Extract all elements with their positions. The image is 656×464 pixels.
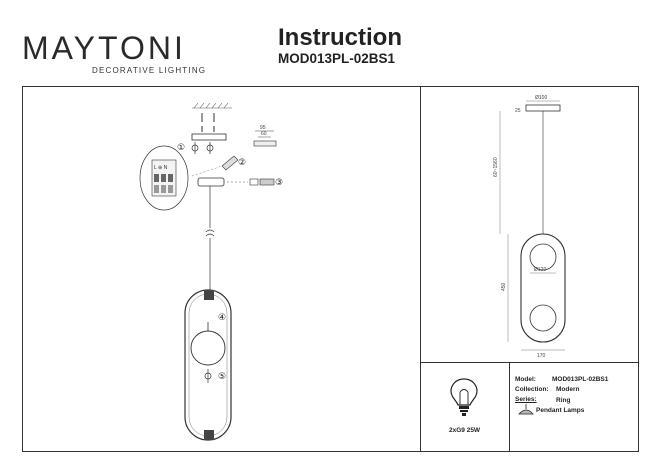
spec-ring-frame [520, 233, 566, 343]
wall-anchors [201, 113, 215, 132]
step-4-marker: ④ [218, 313, 226, 323]
collection-value: Modern [556, 386, 580, 393]
bracket-width-inner: 60 [261, 131, 267, 137]
bulb-icon [450, 378, 478, 416]
spec-canopy-diameter: Ø100 [535, 95, 547, 101]
canopy-screw [227, 178, 275, 186]
ceiling-hatch [192, 102, 232, 109]
spec-glass-bottom [529, 304, 557, 332]
svg-text:L ⊕ N: L ⊕ N [154, 165, 168, 171]
document-title: Instruction [278, 24, 402, 51]
bulb-detail [204, 369, 212, 383]
mounting-bracket [191, 133, 227, 141]
spec-glass-diameter: Ø120 [534, 267, 546, 273]
info-divider-vertical [509, 362, 510, 452]
lamp-socket-bottom [204, 430, 214, 440]
terminal-block-detail: L ⊕ N [139, 145, 189, 211]
screw-detail [191, 142, 214, 154]
step-5-marker: ⑤ [218, 372, 226, 382]
frame-divider-horizontal [420, 362, 639, 363]
glass-shade [190, 330, 226, 366]
spec-canopy [525, 104, 561, 112]
step-3-marker: ③ [275, 178, 283, 188]
type-value: Pendant Lamps [536, 407, 585, 414]
canopy [197, 177, 225, 187]
connector-part [221, 155, 239, 171]
brand-tagline: DECORATIVE LIGHTING [92, 66, 207, 75]
bracket-dimension: 95 60 [253, 125, 277, 147]
step-2-marker: ② [238, 158, 246, 168]
spec-width: 170 [537, 353, 546, 359]
model-value: MOD013PL-02BS1 [552, 376, 609, 383]
series-value: Ring [556, 397, 571, 404]
pendant-icon [518, 404, 534, 415]
bulb-spec: 2xG9 25W [449, 427, 481, 434]
spec-cord-length: 60~1560 [493, 157, 499, 177]
lamp-socket-top [204, 290, 214, 300]
model-code-heading: MOD013PL-02BS1 [278, 51, 396, 66]
model-label: Model: [515, 376, 536, 383]
drawing-frame [22, 86, 639, 452]
spec-body-height: 450 [501, 282, 507, 291]
cord-break-symbol [205, 229, 215, 237]
series-label: Series: [515, 396, 537, 403]
brand-logo: MAYTONI [22, 30, 186, 66]
step-1-marker: ① [177, 143, 185, 153]
spec-canopy-height: 25 [515, 108, 521, 114]
dimension-drawing: Ø100 25 60~1560 Ø120 450 170 [493, 95, 566, 359]
bracket-width-outer: 95 [260, 125, 266, 131]
collection-label: Collection: [515, 386, 549, 393]
frame-divider-vertical [420, 86, 421, 452]
assembly-drawing: 95 60 ① L ⊕ N ② ③ ④ ⑤ [139, 102, 283, 441]
spec-glass-top [529, 243, 557, 271]
